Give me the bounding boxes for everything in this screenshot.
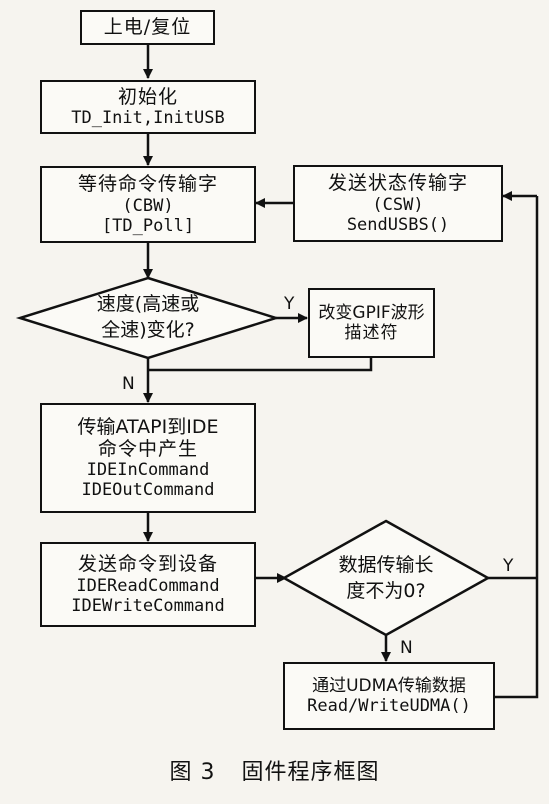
init-label-fn: TD_Init,InitUSB [71, 108, 225, 129]
send-csw-label-abbr: (CSW) [372, 194, 424, 215]
figure-title: 固件程序框图 [241, 760, 380, 785]
send-cmd-line-1: 发送命令到设备 [77, 553, 218, 576]
speed-yes-label: Y [284, 294, 295, 314]
change-gpif-box: 改变GPIF波形 描述符 [308, 288, 435, 358]
length-decision-shape [281, 519, 491, 637]
atapi-ide-line-1: 传输ATAPI到IDE [77, 415, 219, 438]
wait-cbw-label-cn: 等待命令传输字 [77, 173, 218, 196]
wait-cbw-box: 等待命令传输字 (CBW) [TD_Poll] [40, 166, 256, 243]
length-decision-line-2: 度不为0? [346, 579, 426, 602]
send-csw-box: 发送状态传输字 (CSW) SendUSBS() [293, 165, 503, 242]
udma-line-1: 通过UDMA传输数据 [312, 675, 466, 696]
speed-decision-label: 速度(高速或 全速)变化? [48, 292, 248, 343]
send-cmd-line-2: IDEReadCommand [76, 575, 220, 596]
atapi-ide-line-3: IDEInCommand [86, 460, 210, 481]
send-csw-label-cn: 发送状态传输字 [327, 172, 468, 195]
power-reset-label: 上电/复位 [103, 16, 192, 39]
figure-caption: 图 3 固件程序框图 [0, 754, 549, 786]
udma-box: 通过UDMA传输数据 Read/WriteUDMA() [283, 662, 495, 730]
init-box: 初始化 TD_Init,InitUSB [40, 80, 256, 134]
send-cmd-line-3: IDEWriteCommand [71, 595, 225, 616]
atapi-ide-line-2: 命令中产生 [97, 437, 198, 460]
figure-number: 图 3 [169, 760, 216, 785]
wait-cbw-label-abbr: (CBW) [122, 195, 174, 216]
change-gpif-line-2: 描述符 [344, 323, 399, 343]
speed-decision-line-2: 全速)变化? [101, 318, 195, 341]
init-label-cn: 初始化 [117, 85, 178, 108]
speed-decision-shape [15, 276, 281, 360]
arrow-udma-to-rail [495, 196, 539, 699]
power-reset-box: 上电/复位 [80, 10, 215, 45]
wait-cbw-label-fn: [TD_Poll] [101, 215, 195, 236]
change-gpif-line-1: 改变GPIF波形 [318, 302, 425, 323]
atapi-ide-line-4: IDEOutCommand [81, 480, 215, 501]
udma-line-2: Read/WriteUDMA() [307, 696, 471, 716]
length-no-label: N [400, 638, 413, 658]
send-cmd-box: 发送命令到设备 IDEReadCommand IDEWriteCommand [40, 542, 256, 627]
send-csw-label-fn: SendUSBS() [346, 214, 450, 235]
speed-no-label: N [122, 374, 135, 394]
speed-decision-line-1: 速度(高速或 [96, 293, 200, 315]
length-decision-line-1: 数据传输长 [338, 554, 434, 576]
arrow-gpif-to-merge [148, 357, 373, 372]
atapi-ide-box: 传输ATAPI到IDE 命令中产生 IDEInCommand IDEOutCom… [40, 403, 256, 513]
length-decision-label: 数据传输长 度不为0? [306, 553, 466, 604]
length-yes-label: Y [503, 556, 514, 576]
